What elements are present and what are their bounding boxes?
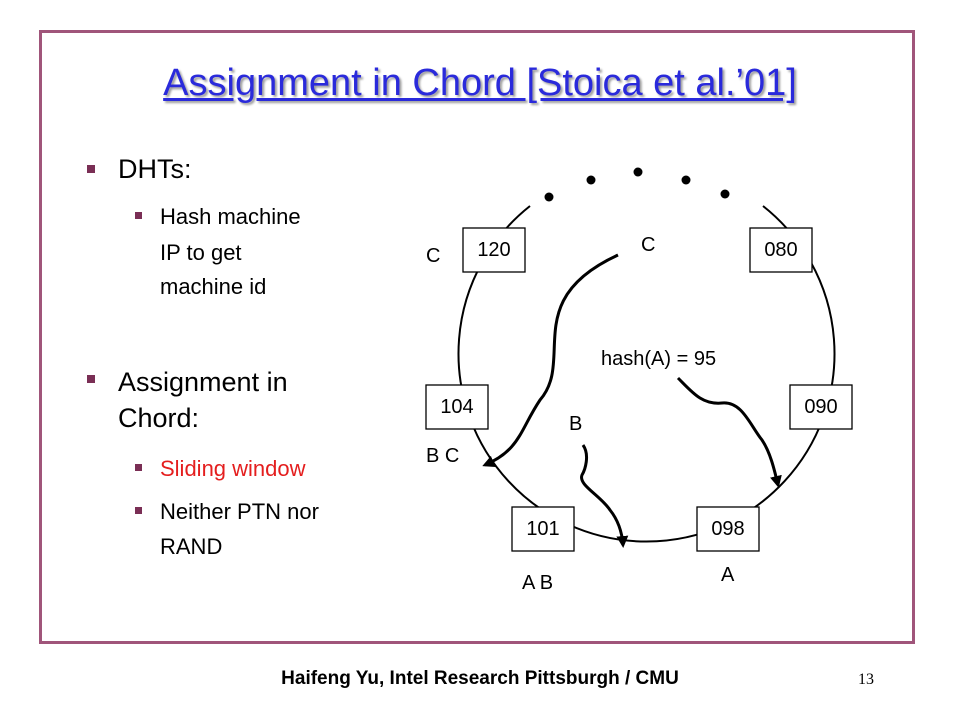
bullet-hash-line3: machine id [160, 274, 267, 299]
label-hash: hash(A) = 95 [601, 348, 716, 370]
node-104: 104 [425, 384, 489, 430]
bullet-hash-line1: Hash machine [160, 204, 301, 229]
bullet-square-icon [135, 212, 142, 219]
label-a-at-098: A [721, 564, 735, 586]
ellipsis-dot [586, 175, 596, 185]
label-ab-at-101: A B [522, 572, 553, 594]
ellipsis-dot [720, 189, 730, 199]
ellipsis-dot [681, 175, 691, 185]
slide-frame [39, 30, 915, 644]
bullet-hash-line2: IP to get [160, 240, 242, 265]
node-098: 098 [696, 506, 760, 552]
svg-text:098: 098 [711, 518, 744, 540]
ellipsis-dot [633, 167, 643, 177]
svg-text:090: 090 [804, 396, 837, 418]
node-080: 080 [749, 227, 813, 273]
bullet-sliding-window: Sliding window [160, 456, 306, 481]
label-c-top: C [641, 234, 655, 256]
arrow-hash-to-098 [676, 376, 782, 488]
bullet-neither-line1: Neither PTN nor [160, 499, 319, 524]
bullet-square-icon [135, 507, 142, 514]
bullet-assign-line2: Chord: [118, 403, 200, 433]
bullet-dhts: DHTs: [118, 154, 192, 184]
label-bc-at-104: B C [426, 445, 459, 467]
label-c-at-120: C [426, 245, 440, 267]
slide-title: Assignment in Chord [Stoica et al.’01] [163, 62, 797, 104]
node-090: 090 [789, 384, 853, 430]
svg-text:080: 080 [764, 239, 797, 261]
svg-text:104: 104 [440, 396, 473, 418]
bullet-assign-line1: Assignment in [118, 367, 288, 397]
bullet-square-icon [135, 464, 142, 471]
ring-arc [457, 205, 836, 543]
svg-text:101: 101 [526, 518, 559, 540]
node-120: 120 [462, 227, 526, 273]
slide-footer: Haifeng Yu, Intel Research Pittsburgh / … [281, 668, 679, 689]
ellipsis-dot [544, 192, 554, 202]
node-101: 101 [511, 506, 575, 552]
svg-text:120: 120 [477, 239, 510, 261]
arrow-c-to-104 [482, 253, 619, 467]
bullet-square-icon [87, 375, 95, 383]
arrow-b-to-101 [580, 444, 629, 548]
label-b-mid: B [569, 413, 582, 435]
page-number: 13 [858, 671, 874, 688]
bullet-square-icon [87, 165, 95, 173]
bullet-neither-line2: RAND [160, 534, 223, 559]
